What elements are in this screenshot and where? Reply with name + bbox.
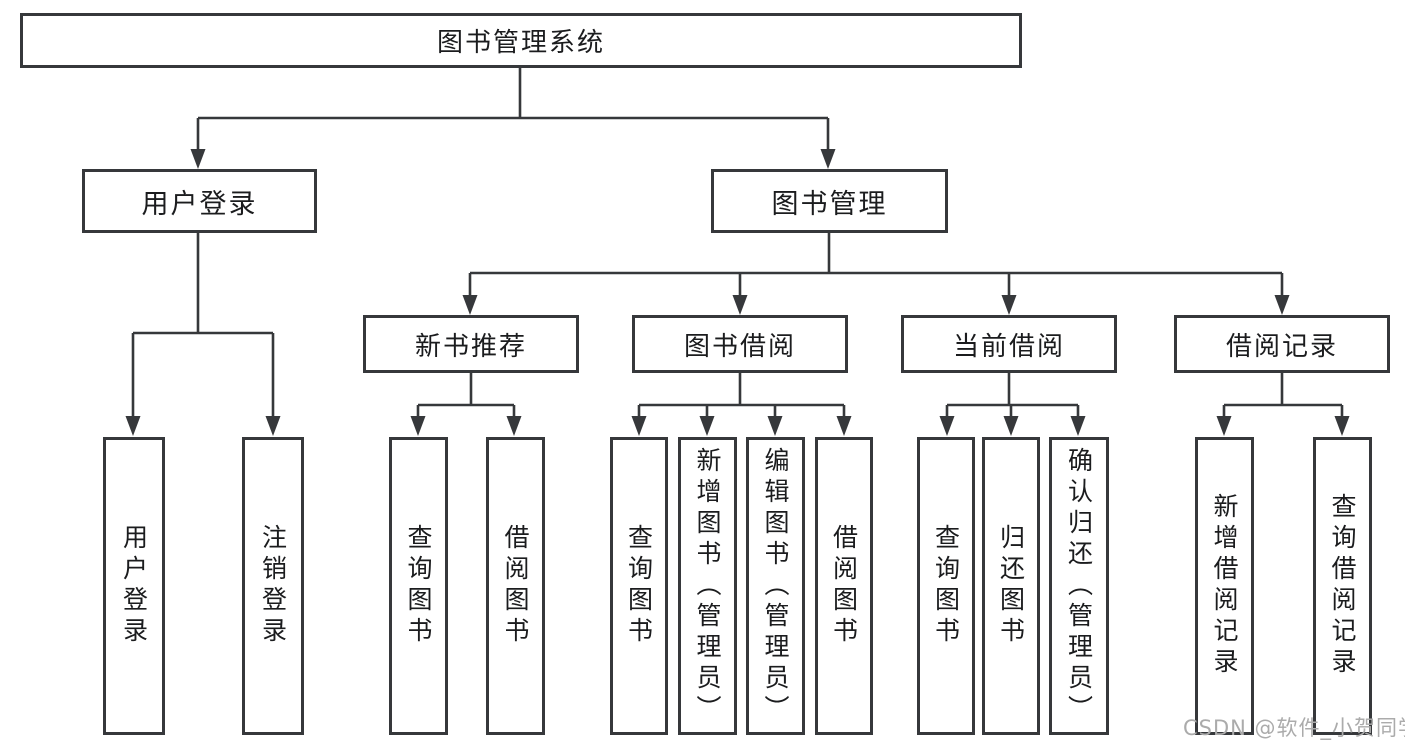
node-label: 图书管理系统 [436,28,605,58]
node-label: 图书管理 [771,188,888,220]
node-label: 确认归还（管理员） [1064,446,1094,726]
node-user-login: 用户登录 [82,169,317,233]
leaf-query-books-2: 查询图书 [610,437,668,735]
node-label: 归还图书 [996,524,1026,648]
csdn-watermark: CSDN @软件_小贺同学 [1183,716,1405,740]
node-label: 当前借阅 [952,331,1065,362]
node-label: 查询借阅记录 [1328,493,1357,679]
leaf-confirm-return-admin: 确认归还（管理员） [1049,437,1109,735]
leaf-logout: 注销登录 [242,437,304,735]
leaf-return-books: 归还图书 [982,437,1040,735]
leaf-query-books-3: 查询图书 [917,437,975,735]
node-label: 注销登录 [258,524,288,648]
node-book-borrowing: 图书借阅 [632,315,848,373]
node-label: 新增图书（管理员） [693,446,722,726]
leaf-edit-books-admin: 编辑图书（管理员） [746,437,805,735]
node-label: 新增借阅记录 [1210,493,1239,679]
leaf-borrow-books-2: 借阅图书 [815,437,873,735]
node-label: 查询图书 [404,524,433,648]
node-label: 编辑图书（管理员） [761,446,790,726]
leaf-query-books-1: 查询图书 [389,437,448,735]
node-library-management-system: 图书管理系统 [20,13,1022,68]
node-new-book-recommendation: 新书推荐 [363,315,579,373]
node-label: 用户登录 [119,524,149,648]
node-label: 用户登录 [141,188,258,220]
leaf-user-login: 用户登录 [103,437,165,735]
node-label: 借阅图书 [829,524,859,648]
node-label: 图书借阅 [683,331,796,362]
node-label: 借阅图书 [501,524,530,648]
node-current-borrowing: 当前借阅 [901,315,1117,373]
node-book-management: 图书管理 [711,169,948,233]
leaf-add-borrow-record: 新增借阅记录 [1195,437,1254,735]
leaf-add-books-admin: 新增图书（管理员） [678,437,737,735]
arrowheads [125,149,1350,436]
node-label: 查询图书 [931,524,961,648]
node-label: 查询图书 [624,524,654,648]
node-label: 新书推荐 [414,331,527,362]
leaf-borrow-books-1: 借阅图书 [486,437,545,735]
leaf-query-borrow-record: 查询借阅记录 [1313,437,1372,735]
node-borrowing-records: 借阅记录 [1174,315,1390,373]
node-label: 借阅记录 [1225,331,1338,362]
